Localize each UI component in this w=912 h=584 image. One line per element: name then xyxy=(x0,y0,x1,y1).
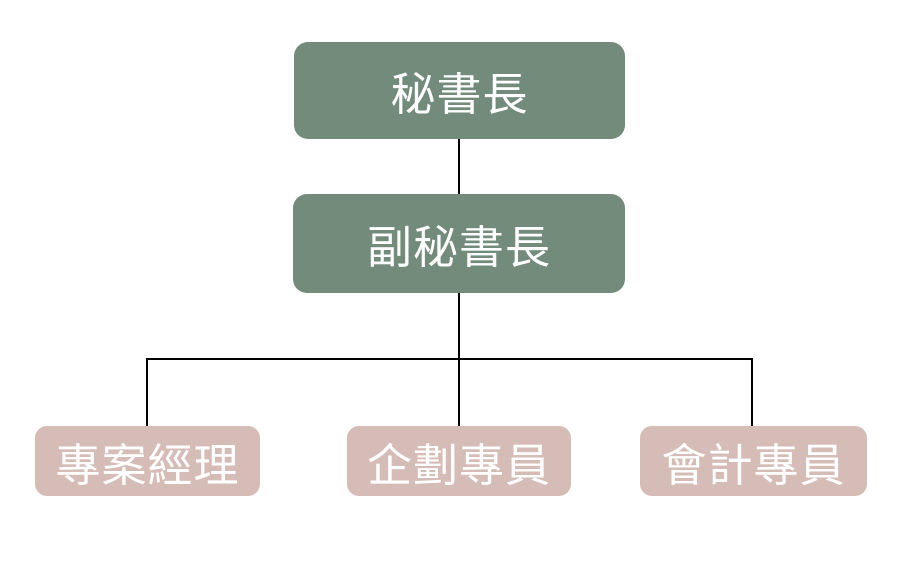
connector-to-accounting-specialist xyxy=(751,358,753,427)
org-node-project-manager: 專案經理 xyxy=(35,426,260,496)
org-node-label: 副秘書長 xyxy=(366,222,551,273)
org-node-label: 企劃專員 xyxy=(366,439,551,491)
org-node-accounting-specialist: 會計專員 xyxy=(640,426,867,496)
org-node-label: 秘書長 xyxy=(390,69,529,120)
org-node-secretary-general: 秘書長 xyxy=(294,42,625,139)
connector-children-horizontal xyxy=(146,358,753,360)
org-node-planning-specialist: 企劃專員 xyxy=(347,426,571,496)
connector-secretary-to-deputy xyxy=(458,139,460,195)
org-node-deputy-secretary-general: 副秘書長 xyxy=(293,194,625,293)
connector-to-project-manager xyxy=(146,358,148,427)
org-node-label: 專案經理 xyxy=(55,439,240,491)
org-node-label: 會計專員 xyxy=(661,439,846,491)
